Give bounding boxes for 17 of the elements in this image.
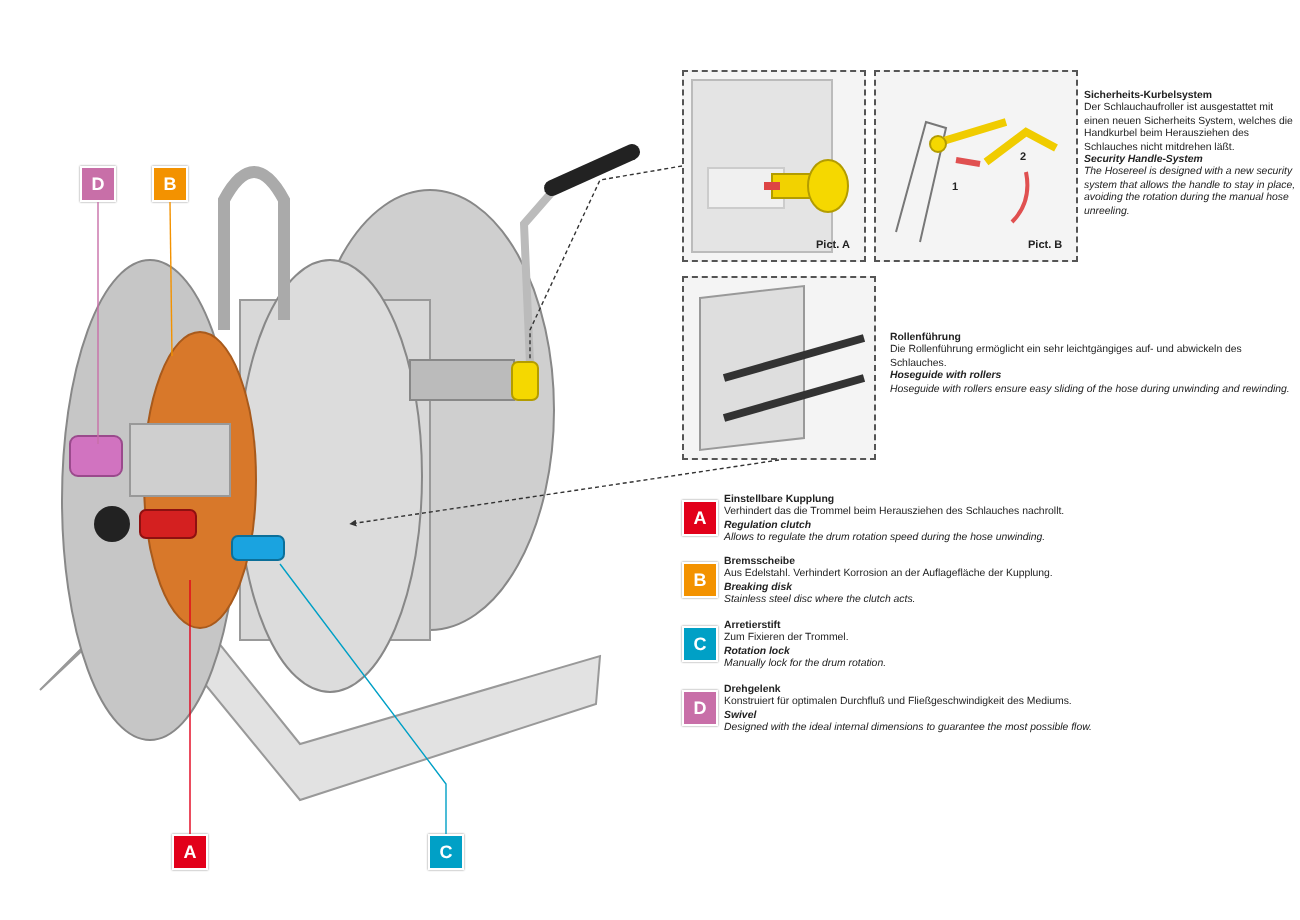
leader-line [97,201,99,445]
callout-marker: D [682,690,718,726]
leader-line [279,563,447,835]
callout-marker: C [428,834,464,870]
detail-picture [682,70,866,262]
leader-line [349,459,780,527]
callout-marker: C [682,626,718,662]
callout-marker: B [682,562,718,598]
leader-line [169,201,173,357]
detail-picture [874,70,1078,262]
leader-line [529,165,683,361]
callout-marker: B [152,166,188,202]
callout-marker: A [682,500,718,536]
leader-line [189,579,191,835]
detail-picture [682,276,876,460]
callout-marker: D [80,166,116,202]
callout-marker: A [172,834,208,870]
